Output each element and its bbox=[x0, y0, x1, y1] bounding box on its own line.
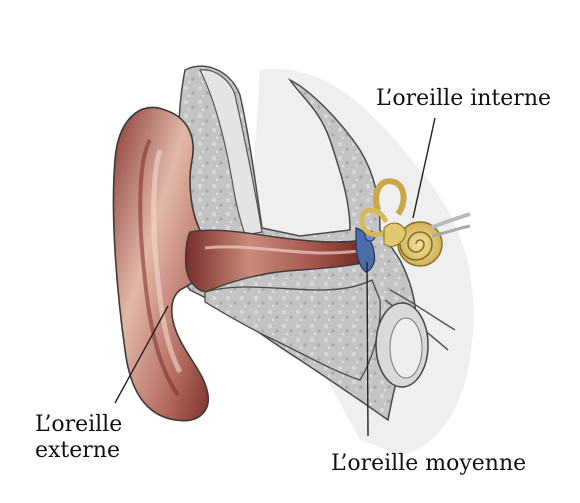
lower-bone bbox=[205, 280, 380, 380]
outer-ear-label-line1: L’oreille bbox=[35, 412, 122, 438]
outer-ear-label-line2: externe bbox=[35, 438, 122, 464]
middle-ear-label: L’oreille moyenne bbox=[331, 451, 526, 477]
inner-ear-label: L’oreille interne bbox=[376, 86, 551, 112]
outer-ear-label: L’oreille externe bbox=[35, 412, 122, 464]
vessel-bulb-inner bbox=[390, 318, 422, 378]
